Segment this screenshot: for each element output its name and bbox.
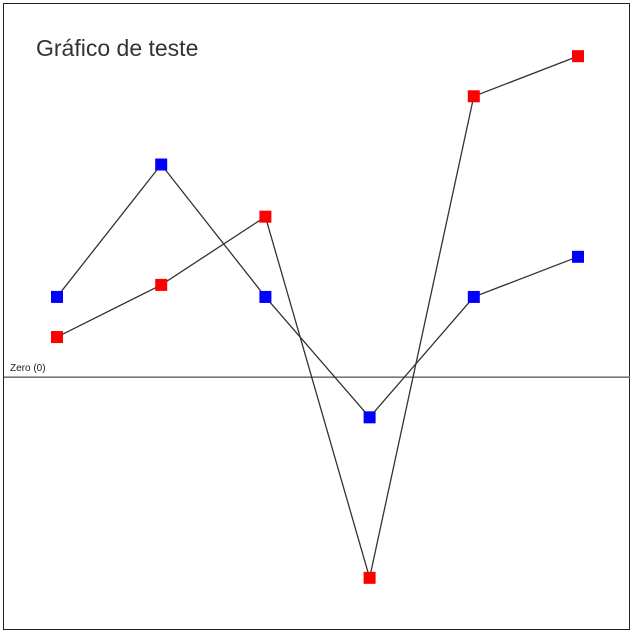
series-1-point-1 bbox=[155, 278, 168, 291]
series-0-point-1 bbox=[155, 158, 168, 171]
series-1-point-4 bbox=[467, 90, 480, 103]
series-1-point-3 bbox=[363, 571, 376, 584]
series-1-point-0 bbox=[51, 331, 63, 344]
series-1-point-2 bbox=[259, 210, 272, 223]
zero-baseline-label: Zero (0) bbox=[10, 363, 46, 374]
series-0-point-3 bbox=[363, 411, 376, 424]
series-0-point-4 bbox=[467, 290, 480, 303]
series-1-line bbox=[56, 55, 579, 579]
series-0-point-2 bbox=[259, 290, 272, 303]
series-1-point-5 bbox=[572, 50, 584, 63]
chart-frame: Gráfico de teste bbox=[3, 3, 630, 630]
series-0-point-0 bbox=[51, 290, 63, 303]
series-0-point-5 bbox=[572, 250, 584, 263]
series-0-line bbox=[56, 163, 579, 419]
chart-title: Gráfico de teste bbox=[36, 35, 199, 61]
